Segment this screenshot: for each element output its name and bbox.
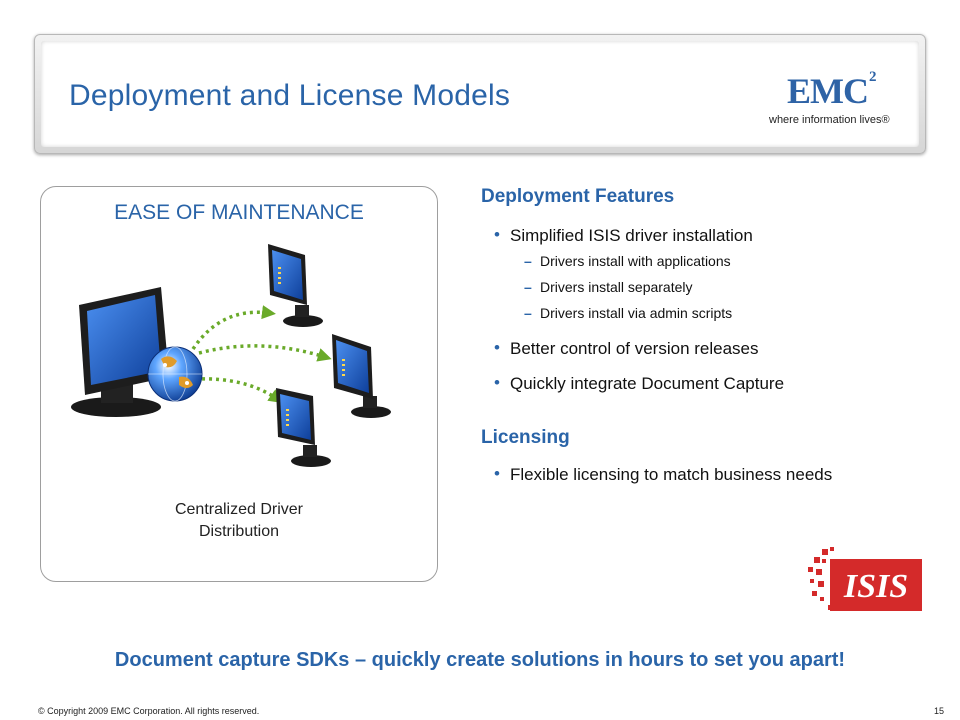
client-monitor-icon xyxy=(276,388,331,467)
server-monitor-icon xyxy=(71,287,169,417)
bullet-text: Simplified ISIS driver installation xyxy=(510,226,753,245)
bullet-text: Quickly integrate Document Capture xyxy=(510,374,785,393)
emc-logo-superscript: 2 xyxy=(869,69,876,85)
bullet-dot: • xyxy=(494,225,500,244)
sub-bullet-text: Drivers install separately xyxy=(540,279,693,295)
caption-line-2: Distribution xyxy=(198,523,280,540)
isis-logo-text: ISIS xyxy=(843,568,908,605)
sub-bullet-dash: – xyxy=(524,305,532,321)
bullet-dot: • xyxy=(494,464,500,483)
page-number: 15 xyxy=(933,706,944,716)
diagram-caption: Centralized Driver Distribution xyxy=(41,499,437,543)
sub-bullet-text: Drivers install with applications xyxy=(540,253,731,269)
page-title: Deployment and License Models xyxy=(69,79,511,112)
bullet-dot: • xyxy=(494,373,500,392)
client-monitor-icon xyxy=(332,334,391,418)
panel-title: EASE OF MAINTENANCE xyxy=(114,201,364,224)
title-banner-inner: Deployment and License Models EMC2 where… xyxy=(41,41,919,147)
driver-distribution-diagram xyxy=(71,244,391,467)
isis-logo: ISIS xyxy=(808,547,922,611)
sub-bullet-dash: – xyxy=(524,253,532,269)
title-banner: Deployment and License Models EMC2 where… xyxy=(34,34,926,154)
emc-logo-brand: EMC xyxy=(787,71,869,111)
copyright: © Copyright 2009 EMC Corporation. All ri… xyxy=(38,706,260,716)
ease-of-maintenance-panel: EASE OF MAINTENANCE xyxy=(40,186,438,582)
bullet-text: Better control of version releases xyxy=(510,339,759,358)
emc-logo-mark: EMC2 xyxy=(787,69,876,112)
sub-bullet-text: Drivers install via admin scripts xyxy=(540,305,733,321)
dotted-arrow-icon xyxy=(191,305,332,404)
tagline: Document capture SDKs – quickly create s… xyxy=(114,649,846,671)
sub-bullet-dash: – xyxy=(524,279,532,295)
globe-icon xyxy=(147,346,203,402)
bullet-dot: • xyxy=(494,338,500,357)
emc-logo-tagline: where information lives® xyxy=(769,114,890,126)
bullet-text: Flexible licensing to match business nee… xyxy=(510,465,833,484)
client-monitor-icon xyxy=(268,244,323,327)
deployment-heading: Deployment Features xyxy=(481,186,675,207)
licensing-heading: Licensing xyxy=(481,427,570,448)
emc-logo: EMC2 where information lives® xyxy=(763,69,923,139)
caption-line-1: Centralized Driver xyxy=(174,501,304,518)
